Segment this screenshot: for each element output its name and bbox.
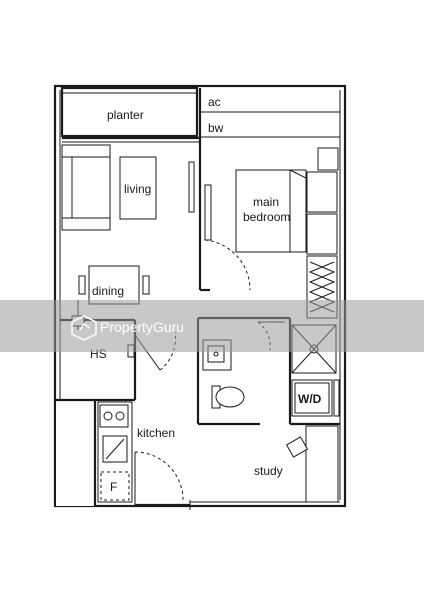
- watermark: PropertyGuru: [0, 300, 424, 352]
- bedroom-door-leaf: [204, 184, 212, 241]
- sofa-arm-bottom: [61, 217, 111, 231]
- coffee-table: [119, 156, 157, 220]
- fridge-label: F: [110, 480, 117, 494]
- study-desk: [305, 425, 339, 503]
- wd-label: W/D: [298, 392, 322, 406]
- notch-mask: [56, 400, 94, 506]
- main-bedroom-label-line1: main: [253, 195, 279, 209]
- outer-boundary: [53, 84, 347, 508]
- bedroom-wardrobe-1: [306, 171, 338, 213]
- dining-zone: dining: [78, 265, 150, 305]
- dining-chair-right: [142, 275, 150, 295]
- washer-dryer: [291, 379, 333, 417]
- watermark-band: [0, 300, 424, 352]
- dining-chair-left: [78, 275, 86, 295]
- study-zone: study: [254, 425, 339, 503]
- main-bedroom-label-line2: bedroom: [243, 210, 290, 224]
- living-zone: living: [61, 144, 195, 231]
- bedroom-door-swing: [204, 239, 251, 291]
- sofa-arm-top: [61, 144, 111, 158]
- side-table: [317, 147, 339, 171]
- kitchen-door-swing: [134, 451, 184, 501]
- stove-burner-1: [103, 411, 113, 421]
- bw-label: bw: [208, 121, 224, 135]
- bed-cover-fold: [289, 169, 307, 253]
- planter-box: [60, 86, 199, 138]
- ac-label: ac: [208, 95, 221, 109]
- planter-label: planter: [107, 108, 144, 122]
- watermark-text: PropertyGuru: [100, 319, 184, 335]
- study-chair: [285, 436, 309, 458]
- toilet-bowl: [215, 386, 245, 408]
- living-label: living: [124, 182, 151, 196]
- tv-console: [188, 161, 195, 213]
- bed: [235, 169, 307, 253]
- sink-diag: [105, 438, 125, 460]
- stove: [99, 404, 129, 428]
- bedroom-walls: [198, 158, 251, 292]
- watermark-logo-icon: [71, 315, 97, 341]
- stove-burner-2: [115, 411, 125, 421]
- sofa-back: [61, 156, 73, 219]
- study-label: study: [254, 464, 283, 478]
- planter-zone: planter ac bw: [60, 86, 340, 158]
- wd-shelf: [333, 379, 340, 417]
- entrance-walls: [135, 500, 340, 510]
- dining-label: dining: [92, 284, 124, 298]
- fridge: [100, 471, 130, 501]
- washer-dryer-inner: [294, 382, 330, 414]
- kitchen-label: kitchen: [137, 426, 175, 440]
- bedroom-zone: main bedroom: [235, 147, 339, 319]
- bedroom-wardrobe-2: [306, 213, 338, 255]
- kitchen-zone: F kitchen: [97, 401, 184, 505]
